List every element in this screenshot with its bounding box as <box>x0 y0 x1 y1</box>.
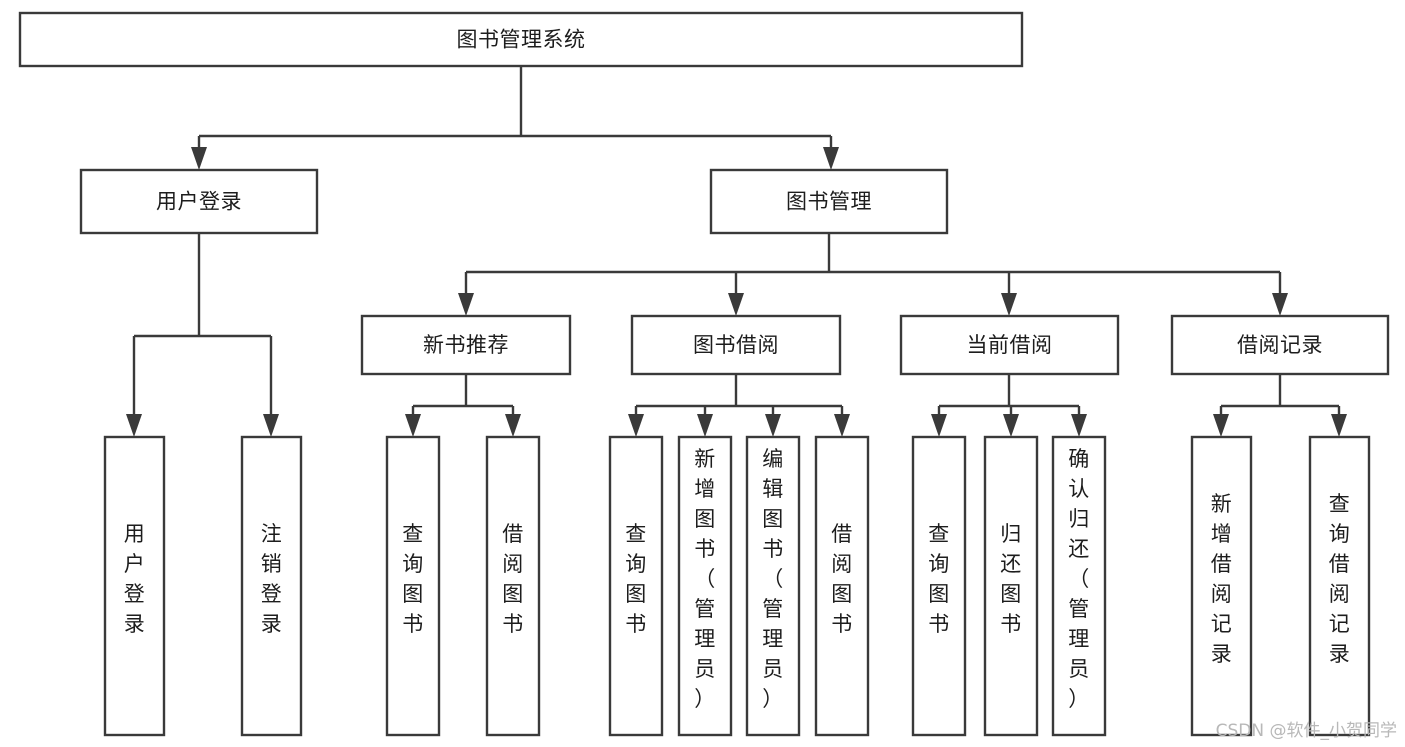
node-leaf-borrow-book-1[interactable]: 借阅图书 <box>485 435 541 737</box>
node-box-leaf-add-book-admin[interactable] <box>677 435 733 737</box>
node-leaf-query-book-1[interactable]: 查询图书 <box>385 435 441 737</box>
node-leaf-edit-book-admin[interactable]: 编辑图书（管理员） <box>745 435 801 737</box>
arrow-to-current-borrow <box>1001 293 1017 316</box>
arrow-to-leaf-add-book <box>697 414 713 437</box>
node-leaf-add-book-admin[interactable]: 新增图书（管理员） <box>677 435 733 737</box>
node-box-book-borrow[interactable] <box>630 314 842 376</box>
node-box-borrow-record[interactable] <box>1170 314 1390 376</box>
node-leaf-query-book-2[interactable]: 查询图书 <box>608 435 664 737</box>
arrow-to-leaf-return-book <box>1003 414 1019 437</box>
arrow-to-leaf-query-book-2 <box>628 414 644 437</box>
node-book-borrow[interactable]: 图书借阅 <box>630 314 842 376</box>
arrow-to-leaf-logout <box>263 414 279 437</box>
node-box-leaf-query-book-2[interactable] <box>608 435 664 737</box>
node-leaf-query-borrow-record[interactable]: 查询借阅记录 <box>1308 435 1371 737</box>
arrow-to-leaf-login <box>126 414 142 437</box>
node-book-management[interactable]: 图书管理 <box>709 168 949 235</box>
arrow-to-borrow-record <box>1272 293 1288 316</box>
node-leaf-confirm-return-admin[interactable]: 确认归还（管理员） <box>1051 435 1107 737</box>
edge-user-to-bus <box>132 233 273 422</box>
edge-bookmgr-to-bus <box>464 233 1282 301</box>
node-label-current-borrow: 当前借阅 <box>967 333 1053 357</box>
arrow-to-book-borrow <box>728 293 744 316</box>
edge-root-to-bus <box>197 66 833 155</box>
node-box-leaf-user-login[interactable] <box>103 435 166 737</box>
node-label-root: 图书管理系统 <box>457 28 586 52</box>
node-box-current-borrow[interactable] <box>899 314 1120 376</box>
node-label-leaf-add-borrow-record: 新增借阅记录 <box>1211 492 1233 666</box>
node-label-leaf-query-book-1: 查询图书 <box>402 522 424 636</box>
node-label-leaf-query-book-3: 查询图书 <box>928 522 950 636</box>
node-label-leaf-edit-book-admin: 编辑图书（管理员） <box>762 447 784 711</box>
arrow-to-leaf-query-record <box>1331 414 1347 437</box>
node-box-leaf-add-borrow-record[interactable] <box>1190 435 1253 737</box>
arrow-to-leaf-add-record <box>1213 414 1229 437</box>
node-label-book-borrow: 图书借阅 <box>693 333 779 357</box>
node-label-new-book-recommend: 新书推荐 <box>423 333 509 357</box>
node-leaf-user-login[interactable]: 用户登录 <box>103 435 166 737</box>
node-box-new-book-recommend[interactable] <box>360 314 572 376</box>
node-label-leaf-confirm-return-admin: 确认归还（管理员） <box>1068 447 1090 711</box>
node-leaf-query-book-3[interactable]: 查询图书 <box>911 435 967 737</box>
arrow-to-leaf-confirm-return <box>1071 414 1087 437</box>
node-box-root[interactable] <box>18 11 1024 68</box>
node-root-book-management-system[interactable]: 图书管理系统 <box>18 11 1024 68</box>
node-label-leaf-return-book: 归还图书 <box>1000 522 1022 636</box>
node-label-borrow-record: 借阅记录 <box>1237 333 1323 357</box>
node-new-book-recommend[interactable]: 新书推荐 <box>360 314 572 376</box>
arrow-to-leaf-edit-book <box>765 414 781 437</box>
node-box-leaf-borrow-book-2[interactable] <box>814 435 870 737</box>
node-box-leaf-edit-book-admin[interactable] <box>745 435 801 737</box>
edge-layer <box>126 66 1347 437</box>
node-label-leaf-query-borrow-record: 查询借阅记录 <box>1329 492 1351 666</box>
node-leaf-borrow-book-2[interactable]: 借阅图书 <box>814 435 870 737</box>
node-label-leaf-borrow-book-2: 借阅图书 <box>831 522 853 636</box>
arrow-to-user-login <box>191 147 207 170</box>
node-box-leaf-query-borrow-record[interactable] <box>1308 435 1371 737</box>
node-label-leaf-user-login: 用户登录 <box>124 522 146 636</box>
node-user-login[interactable]: 用户登录 <box>79 168 319 235</box>
node-current-borrow[interactable]: 当前借阅 <box>899 314 1120 376</box>
node-box-leaf-logout[interactable] <box>240 435 303 737</box>
arrow-to-leaf-query-book-3 <box>931 414 947 437</box>
node-leaf-return-book[interactable]: 归还图书 <box>983 435 1039 737</box>
node-label-leaf-borrow-book-1: 借阅图书 <box>502 522 524 636</box>
arrow-to-leaf-borrow-book-1 <box>505 414 521 437</box>
node-box-leaf-query-book-1[interactable] <box>385 435 441 737</box>
arrow-to-leaf-query-book-1 <box>405 414 421 437</box>
node-label-user-login: 用户登录 <box>156 190 242 214</box>
node-label-leaf-add-book-admin: 新增图书（管理员） <box>694 447 716 711</box>
node-box-leaf-borrow-book-1[interactable] <box>485 435 541 737</box>
node-box-book-management[interactable] <box>709 168 949 235</box>
node-label-leaf-logout: 注销登录 <box>261 522 283 636</box>
edge-newbook-to-bus <box>411 374 515 422</box>
edge-record-to-bus <box>1219 374 1341 422</box>
node-box-leaf-query-book-3[interactable] <box>911 435 967 737</box>
edge-borrow-to-bus <box>634 374 844 422</box>
node-box-leaf-confirm-return-admin[interactable] <box>1051 435 1107 737</box>
node-label-leaf-query-book-2: 查询图书 <box>625 522 647 636</box>
arrow-to-leaf-borrow-book-2 <box>834 414 850 437</box>
node-leaf-logout[interactable]: 注销登录 <box>240 435 303 737</box>
node-label-book-management: 图书管理 <box>786 190 872 214</box>
arrow-to-new-book <box>458 293 474 316</box>
node-box-user-login[interactable] <box>79 168 319 235</box>
node-box-leaf-return-book[interactable] <box>983 435 1039 737</box>
node-layer: 图书管理系统 用户登录 图书管理 新书推荐 图书借阅 当前 <box>18 11 1390 737</box>
node-borrow-record[interactable]: 借阅记录 <box>1170 314 1390 376</box>
node-leaf-add-borrow-record[interactable]: 新增借阅记录 <box>1190 435 1253 737</box>
arrow-to-book-manage <box>823 147 839 170</box>
